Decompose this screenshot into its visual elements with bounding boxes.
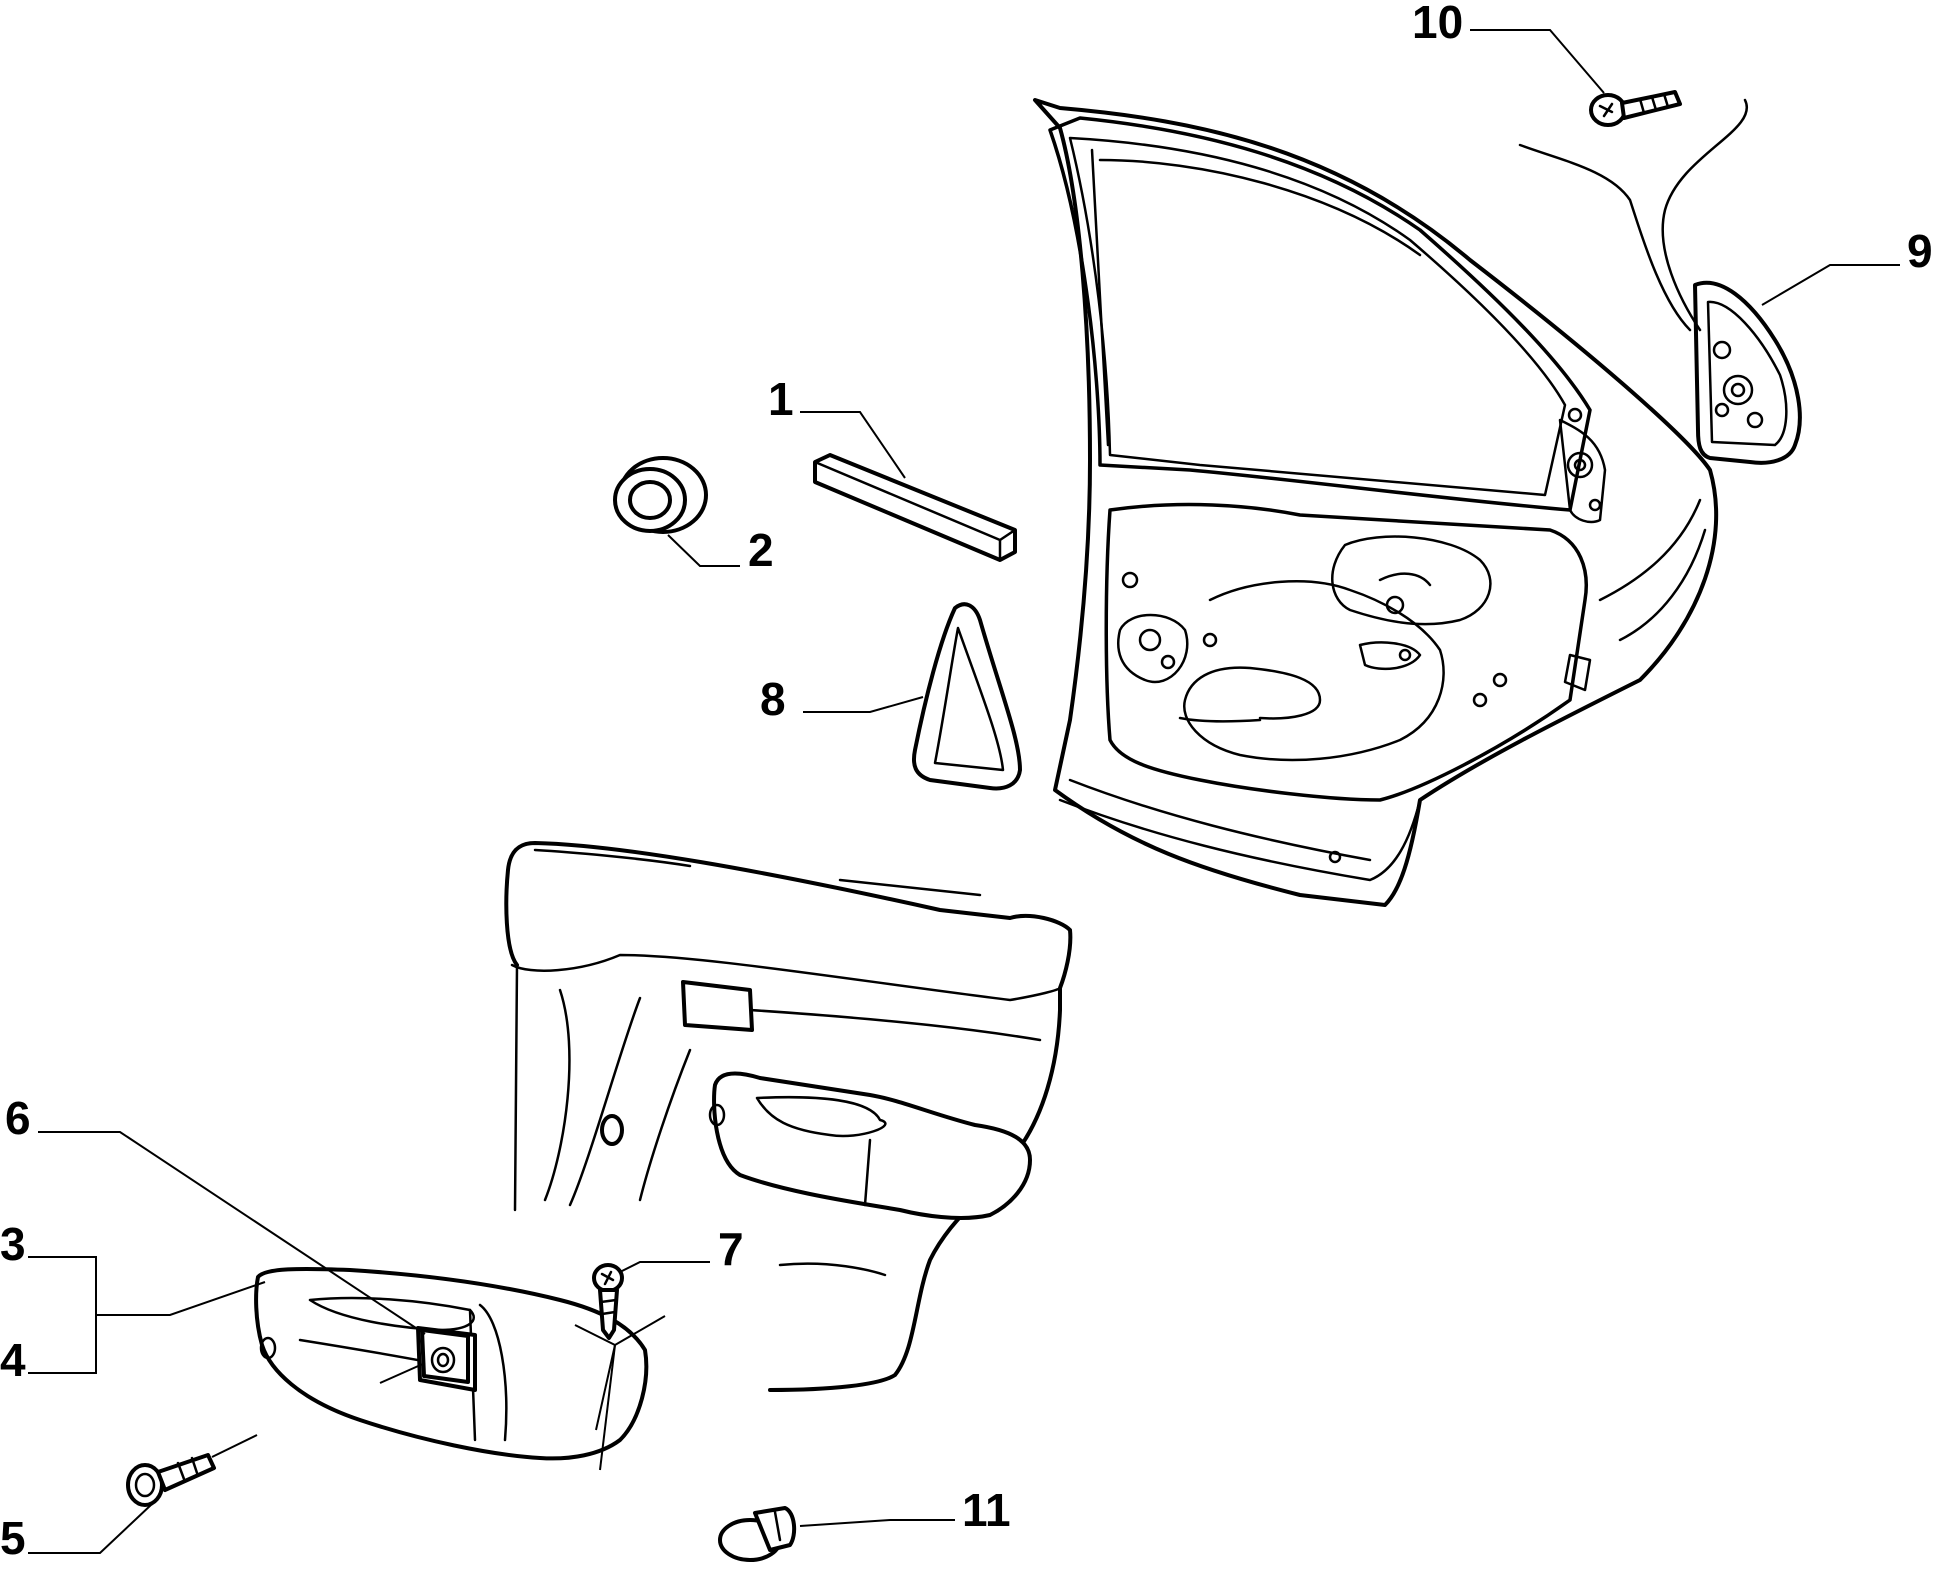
part-8-triangle-trim (911, 602, 1022, 791)
part-6-clip (416, 1326, 477, 1392)
callout-4: 4 (0, 1334, 26, 1386)
callout-3: 3 (0, 1218, 26, 1270)
callout-11: 11 (962, 1484, 1011, 1536)
part-10-screw (1589, 90, 1682, 127)
callout-2: 2 (748, 524, 774, 576)
door-trim-panel (504, 841, 1073, 1392)
part-9-mirror-cover (1518, 98, 1802, 465)
callout-6: 6 (5, 1092, 31, 1144)
part-5-bolt (126, 1453, 216, 1507)
part-11-plug (718, 1506, 797, 1562)
callout-7: 7 (718, 1223, 744, 1275)
callout-5: 5 (0, 1512, 26, 1564)
callout-8: 8 (760, 673, 786, 725)
part-2-grommet (613, 456, 708, 534)
part-7-screw (592, 1263, 624, 1340)
door-shell (1033, 98, 1719, 907)
leader-lines (28, 29, 1900, 1554)
callout-10: 10 (1412, 0, 1463, 48)
callout-9: 9 (1907, 225, 1933, 277)
callout-1: 1 (768, 373, 794, 425)
part-1-insulation-strip (813, 453, 1017, 562)
